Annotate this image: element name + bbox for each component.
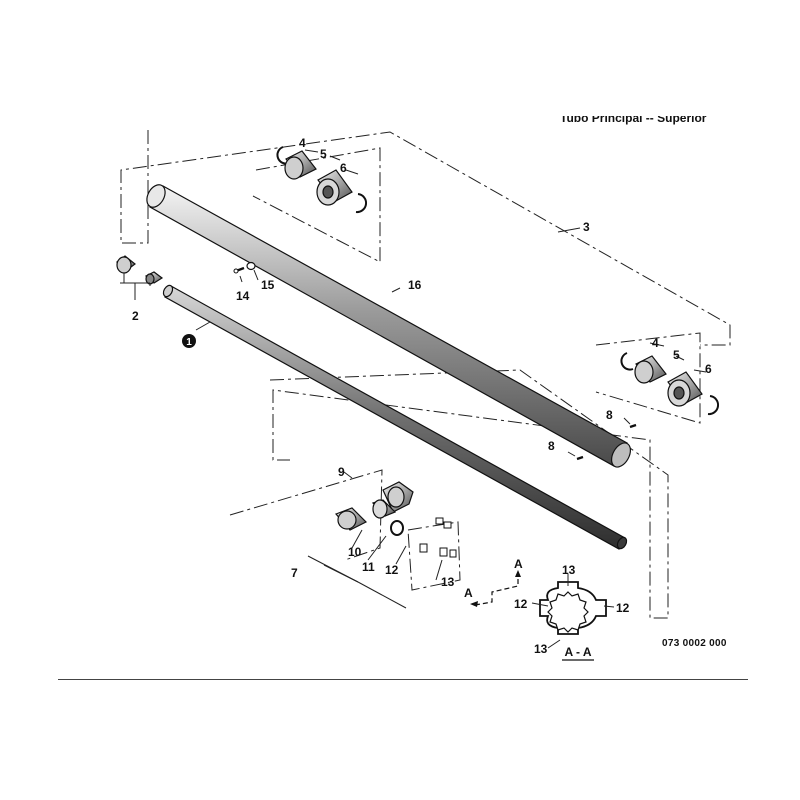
part-9-bushing (371, 499, 397, 519)
callout-12-section-right: 12 (616, 601, 630, 615)
callout-11: 11 (362, 560, 375, 574)
main-tube (146, 184, 632, 468)
callout-13-section-top: 13 (562, 563, 576, 577)
circlip-4-right (620, 352, 634, 371)
callout-7: 7 (291, 566, 298, 580)
assembly-frame-12-13 (407, 521, 461, 591)
circlip-right-end (707, 395, 719, 416)
callout-8-upper: 8 (606, 408, 613, 422)
insert-13-a (419, 543, 457, 558)
callout-1: 1 (186, 337, 192, 348)
callout-13-section-bottom: 13 (534, 642, 548, 656)
part-10-sleeve (334, 507, 368, 531)
circlip-top-right (355, 193, 367, 214)
section-title: A - A (562, 645, 594, 661)
callout-5-top: 5 (320, 147, 327, 161)
pin-8-lower (576, 455, 584, 461)
callout-4-right: 4 (652, 336, 659, 350)
callout-12-group: 12 (385, 563, 399, 577)
callout-12-section-left: 12 (514, 597, 528, 611)
callout-6-right: 6 (705, 362, 712, 376)
callout-9: 9 (338, 465, 345, 479)
diagram-title: Tubo Principal -- Superior (560, 111, 707, 125)
bearing-group-right (620, 352, 719, 416)
callout-13-group: 13 (441, 575, 455, 589)
bearing-group-top (276, 146, 367, 214)
callout-1-marker: 1 (182, 334, 196, 348)
callout-3: 3 (583, 220, 590, 234)
assembly-frame-bearing-right (595, 332, 701, 424)
footer-divider (58, 679, 748, 680)
callout-5-right: 5 (673, 348, 680, 362)
callout-4-top: 4 (299, 136, 306, 150)
callout-8-lower: 8 (548, 439, 555, 453)
section-label: A - A (564, 645, 591, 659)
pin-14 (233, 266, 245, 274)
pin-8-upper (629, 423, 637, 429)
washer-15 (246, 261, 256, 271)
part-9-clamp (382, 481, 414, 513)
section-arrow-label-lower: A (464, 586, 473, 600)
drive-shaft (162, 284, 628, 550)
part-11-oring (390, 520, 404, 536)
assembly-frame-bearing-top (252, 147, 381, 263)
section-arrow-label-upper: A (514, 557, 523, 571)
insert-12-a (435, 517, 452, 529)
callout-16: 16 (408, 278, 422, 292)
assembly-frame-shaft (269, 369, 669, 619)
callout-14: 14 (236, 289, 250, 303)
section-a-a-detail (470, 570, 607, 635)
leader-lines (120, 149, 707, 649)
callout-2: 2 (132, 309, 139, 323)
callout-6-top: 6 (340, 161, 347, 175)
callout-10: 10 (348, 545, 362, 559)
assembly-frame-7 (229, 469, 383, 561)
callout-15: 15 (261, 278, 275, 292)
document-number: 073 0002 000 (662, 638, 727, 649)
